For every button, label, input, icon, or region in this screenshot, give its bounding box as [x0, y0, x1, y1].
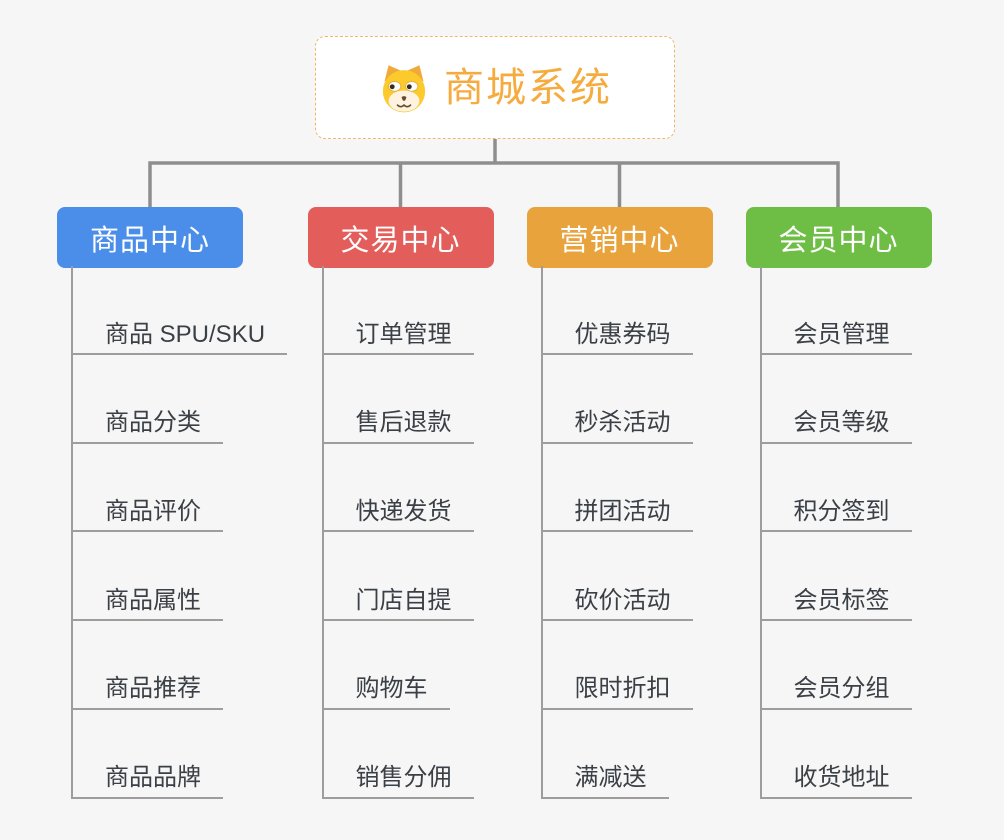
branch-label: 交易中心	[340, 224, 461, 257]
dog-face-icon	[382, 64, 426, 112]
leaf-node[interactable]: 收货地址	[759, 755, 912, 799]
leaf-node[interactable]: 砍价活动	[540, 577, 693, 622]
leaf-node[interactable]: 商品品牌	[71, 755, 223, 799]
branch-label: 营销中心	[559, 224, 680, 257]
branch-node-4[interactable]: 会员中心	[745, 207, 932, 268]
branch-child-line-2	[321, 266, 324, 799]
branch-label: 商品中心	[89, 224, 210, 257]
branch-node-1[interactable]: 商品中心	[57, 207, 243, 268]
leaf-node[interactable]: 商品分类	[71, 400, 223, 444]
branch-child-line-3	[540, 266, 543, 799]
leaf-node[interactable]: 销售分佣	[321, 755, 474, 799]
leaf-node[interactable]: 会员分组	[759, 666, 912, 710]
branch-node-3[interactable]: 营销中心	[526, 207, 713, 268]
leaf-node[interactable]: 会员等级	[759, 400, 912, 444]
leaf-node[interactable]: 商品 SPU/SKU	[71, 311, 288, 355]
branch-bus-line	[148, 161, 840, 207]
leaf-node[interactable]: 拼团活动	[540, 488, 693, 533]
leaf-node[interactable]: 会员管理	[759, 311, 912, 355]
leaf-node[interactable]: 订单管理	[321, 311, 474, 355]
leaf-node[interactable]: 积分签到	[759, 488, 912, 533]
leaf-node[interactable]: 商品推荐	[71, 666, 223, 710]
leaf-node[interactable]: 商品属性	[71, 577, 223, 622]
branch-child-line-1	[71, 266, 73, 799]
leaf-node[interactable]: 售后退款	[321, 400, 474, 444]
branch-label: 会员中心	[778, 224, 899, 257]
branch-child-line-4	[759, 266, 762, 799]
leaf-node[interactable]: 秒杀活动	[540, 400, 693, 444]
root-label: 商城系统	[444, 65, 612, 110]
leaf-node[interactable]: 满减送	[540, 755, 669, 799]
leaf-node[interactable]: 门店自提	[321, 577, 474, 622]
root-node[interactable]: 商城系统	[315, 36, 675, 139]
leaf-node[interactable]: 会员标签	[759, 577, 912, 622]
leaf-node[interactable]: 限时折扣	[540, 666, 693, 710]
leaf-node[interactable]: 购物车	[321, 666, 450, 710]
branch-node-2[interactable]: 交易中心	[307, 207, 494, 268]
leaf-node[interactable]: 优惠券码	[540, 311, 693, 355]
leaf-node[interactable]: 快递发货	[321, 488, 474, 533]
leaf-node[interactable]: 商品评价	[71, 488, 223, 533]
